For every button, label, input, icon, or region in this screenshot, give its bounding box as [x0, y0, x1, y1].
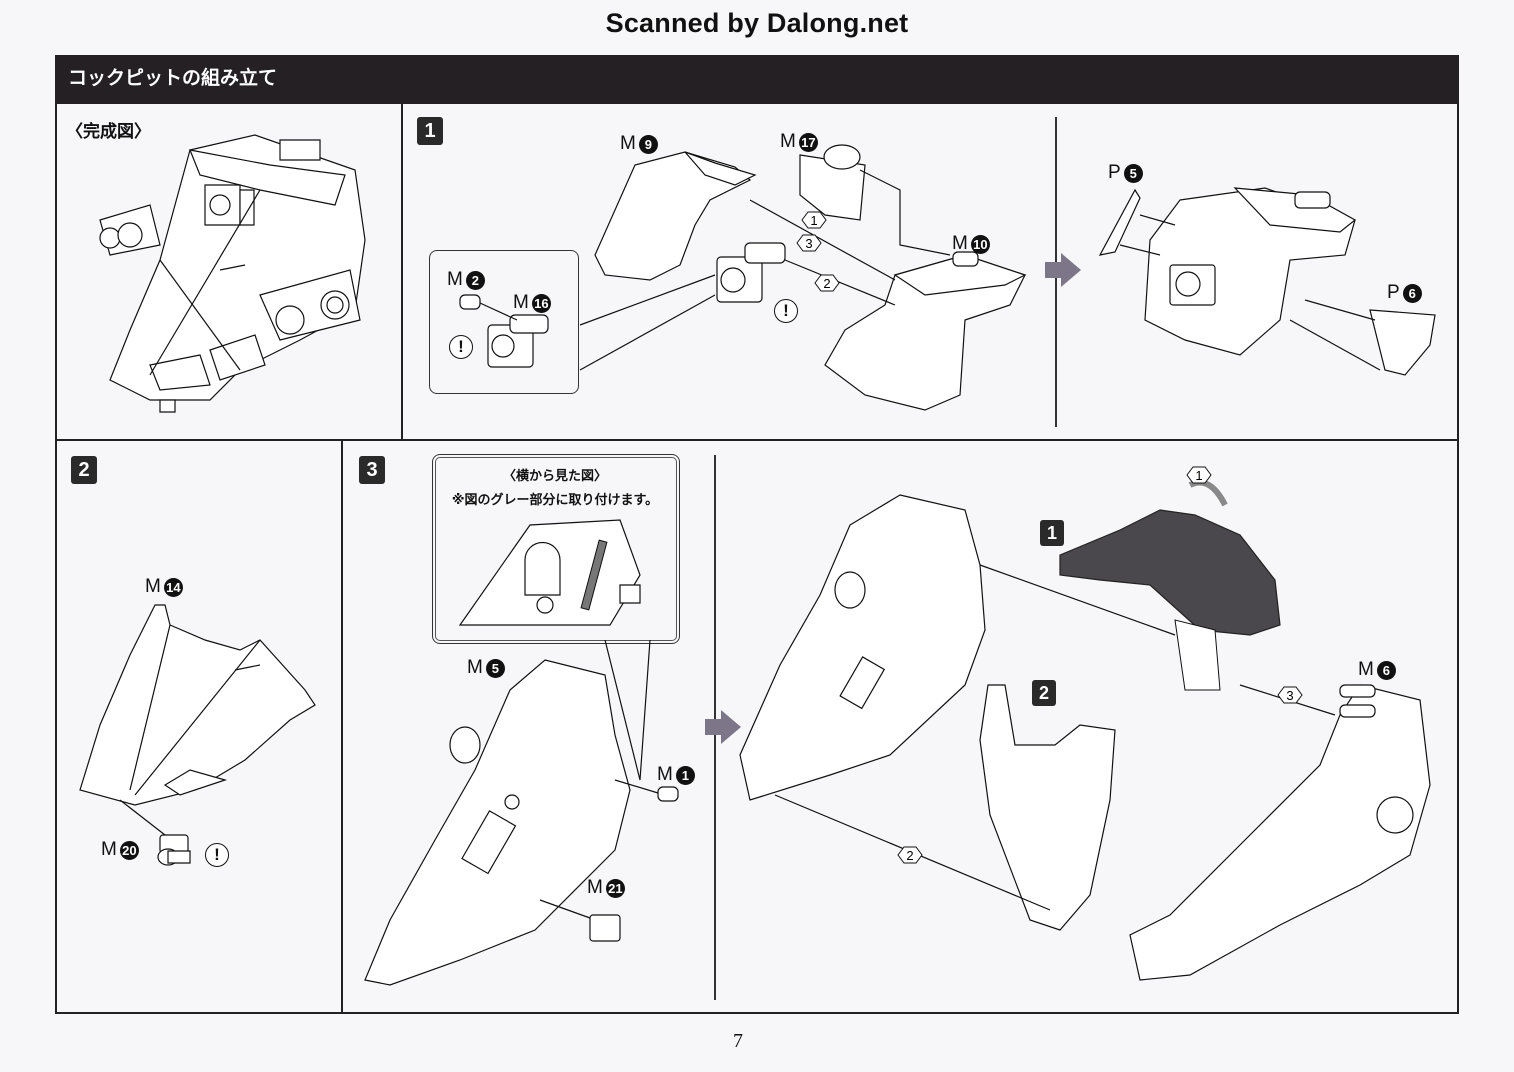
sub-badge-1: 1	[1040, 520, 1064, 546]
next-arrow-icon	[1045, 253, 1081, 287]
part-number: 9	[638, 134, 658, 154]
part-label-m2: M 2	[447, 269, 485, 291]
step-2-badge: 2	[71, 456, 97, 484]
part-label-m17: M 17	[780, 131, 818, 153]
part-number: 6	[1402, 283, 1422, 303]
subassembly-callout	[429, 250, 579, 394]
final-order-marker-1: 1	[1195, 468, 1202, 483]
final-order-marker-2: 2	[906, 848, 913, 863]
part-label-m21: M 21	[587, 877, 625, 899]
part-number: 5	[1123, 163, 1143, 183]
part-label-p5: P 5	[1108, 162, 1143, 184]
sprue-letter: P	[1387, 282, 1400, 303]
part-label-m6: M 6	[1358, 659, 1396, 681]
sprue-letter: M	[620, 133, 636, 154]
section-title: コックピットの組み立て	[68, 67, 278, 89]
part-label-m1: M 1	[657, 764, 695, 786]
order-marker-2-text: 2	[823, 276, 830, 291]
part-label-m10: M 10	[952, 233, 990, 255]
row-divider	[55, 439, 1459, 441]
completed-cockpit-illustration	[90, 130, 380, 420]
sprue-letter: P	[1108, 162, 1121, 183]
section-header	[55, 55, 1459, 104]
sprue-letter: M	[952, 233, 968, 254]
part-label-m16: M 16	[513, 292, 551, 314]
part-number: 21	[605, 878, 625, 898]
order-marker-3	[797, 235, 821, 251]
sprue-letter: M	[657, 764, 673, 785]
final-order-marker-3: 3	[1286, 688, 1293, 703]
sprue-letter: M	[101, 839, 117, 860]
side-view-illustration	[440, 515, 670, 630]
sprue-letter: M	[587, 877, 603, 898]
column-divider-top	[401, 104, 403, 440]
step-1-illustration: 1 3 2	[405, 105, 1055, 435]
part-number: 2	[465, 270, 485, 290]
order-marker-1	[802, 212, 826, 228]
sprue-letter: M	[780, 131, 796, 152]
part-label-m14: M 14	[145, 576, 183, 598]
part-number: 17	[798, 132, 818, 152]
caution-icon: !	[205, 843, 229, 867]
part-number: 20	[119, 840, 139, 860]
part-number: 5	[485, 658, 505, 678]
step-3-badge: 3	[359, 456, 385, 484]
column-divider-bottom	[341, 440, 343, 1012]
order-marker-2	[815, 275, 839, 291]
step-1-badge: 1	[417, 117, 443, 145]
sprue-letter: M	[467, 657, 483, 678]
part-number: 6	[1376, 660, 1396, 680]
order-marker-1-text: 1	[810, 213, 817, 228]
step-2-illustration	[75, 595, 325, 885]
part-number: 10	[970, 234, 990, 254]
step-1-result-illustration	[1090, 180, 1450, 390]
sprue-letter: M	[513, 292, 529, 313]
sprue-letter: M	[145, 576, 161, 597]
sub-badge-2: 2	[1032, 680, 1056, 706]
side-view-title: 〈横から見た図〉	[502, 469, 607, 484]
completed-view-label: 〈完成図〉	[66, 122, 151, 142]
next-arrow-icon	[705, 710, 741, 744]
callout-pointer	[600, 640, 660, 780]
caution-icon: !	[774, 299, 798, 323]
watermark: Scanned by Dalong.net	[605, 8, 909, 38]
part-label-p6: P 6	[1387, 282, 1422, 304]
caution-icon: !	[449, 335, 473, 359]
final-assembly-illustration: 1 3 2	[720, 455, 1450, 1005]
sprue-letter: M	[447, 269, 463, 290]
part-label-m5: M 5	[467, 657, 505, 679]
sprue-letter: M	[1358, 659, 1374, 680]
step-3-illustration	[360, 650, 690, 1005]
part-label-m9: M 9	[620, 133, 658, 155]
part-number: 14	[163, 577, 183, 597]
side-view-note-box	[432, 454, 680, 644]
part-label-m20: M 20	[101, 839, 139, 861]
page-number: 7	[733, 1030, 743, 1052]
order-marker-3-text: 3	[805, 236, 812, 251]
part-number: 1	[675, 765, 695, 785]
side-view-instruction: ※図のグレー部分に取り付けます。	[451, 493, 659, 508]
part-number: 16	[531, 293, 551, 313]
